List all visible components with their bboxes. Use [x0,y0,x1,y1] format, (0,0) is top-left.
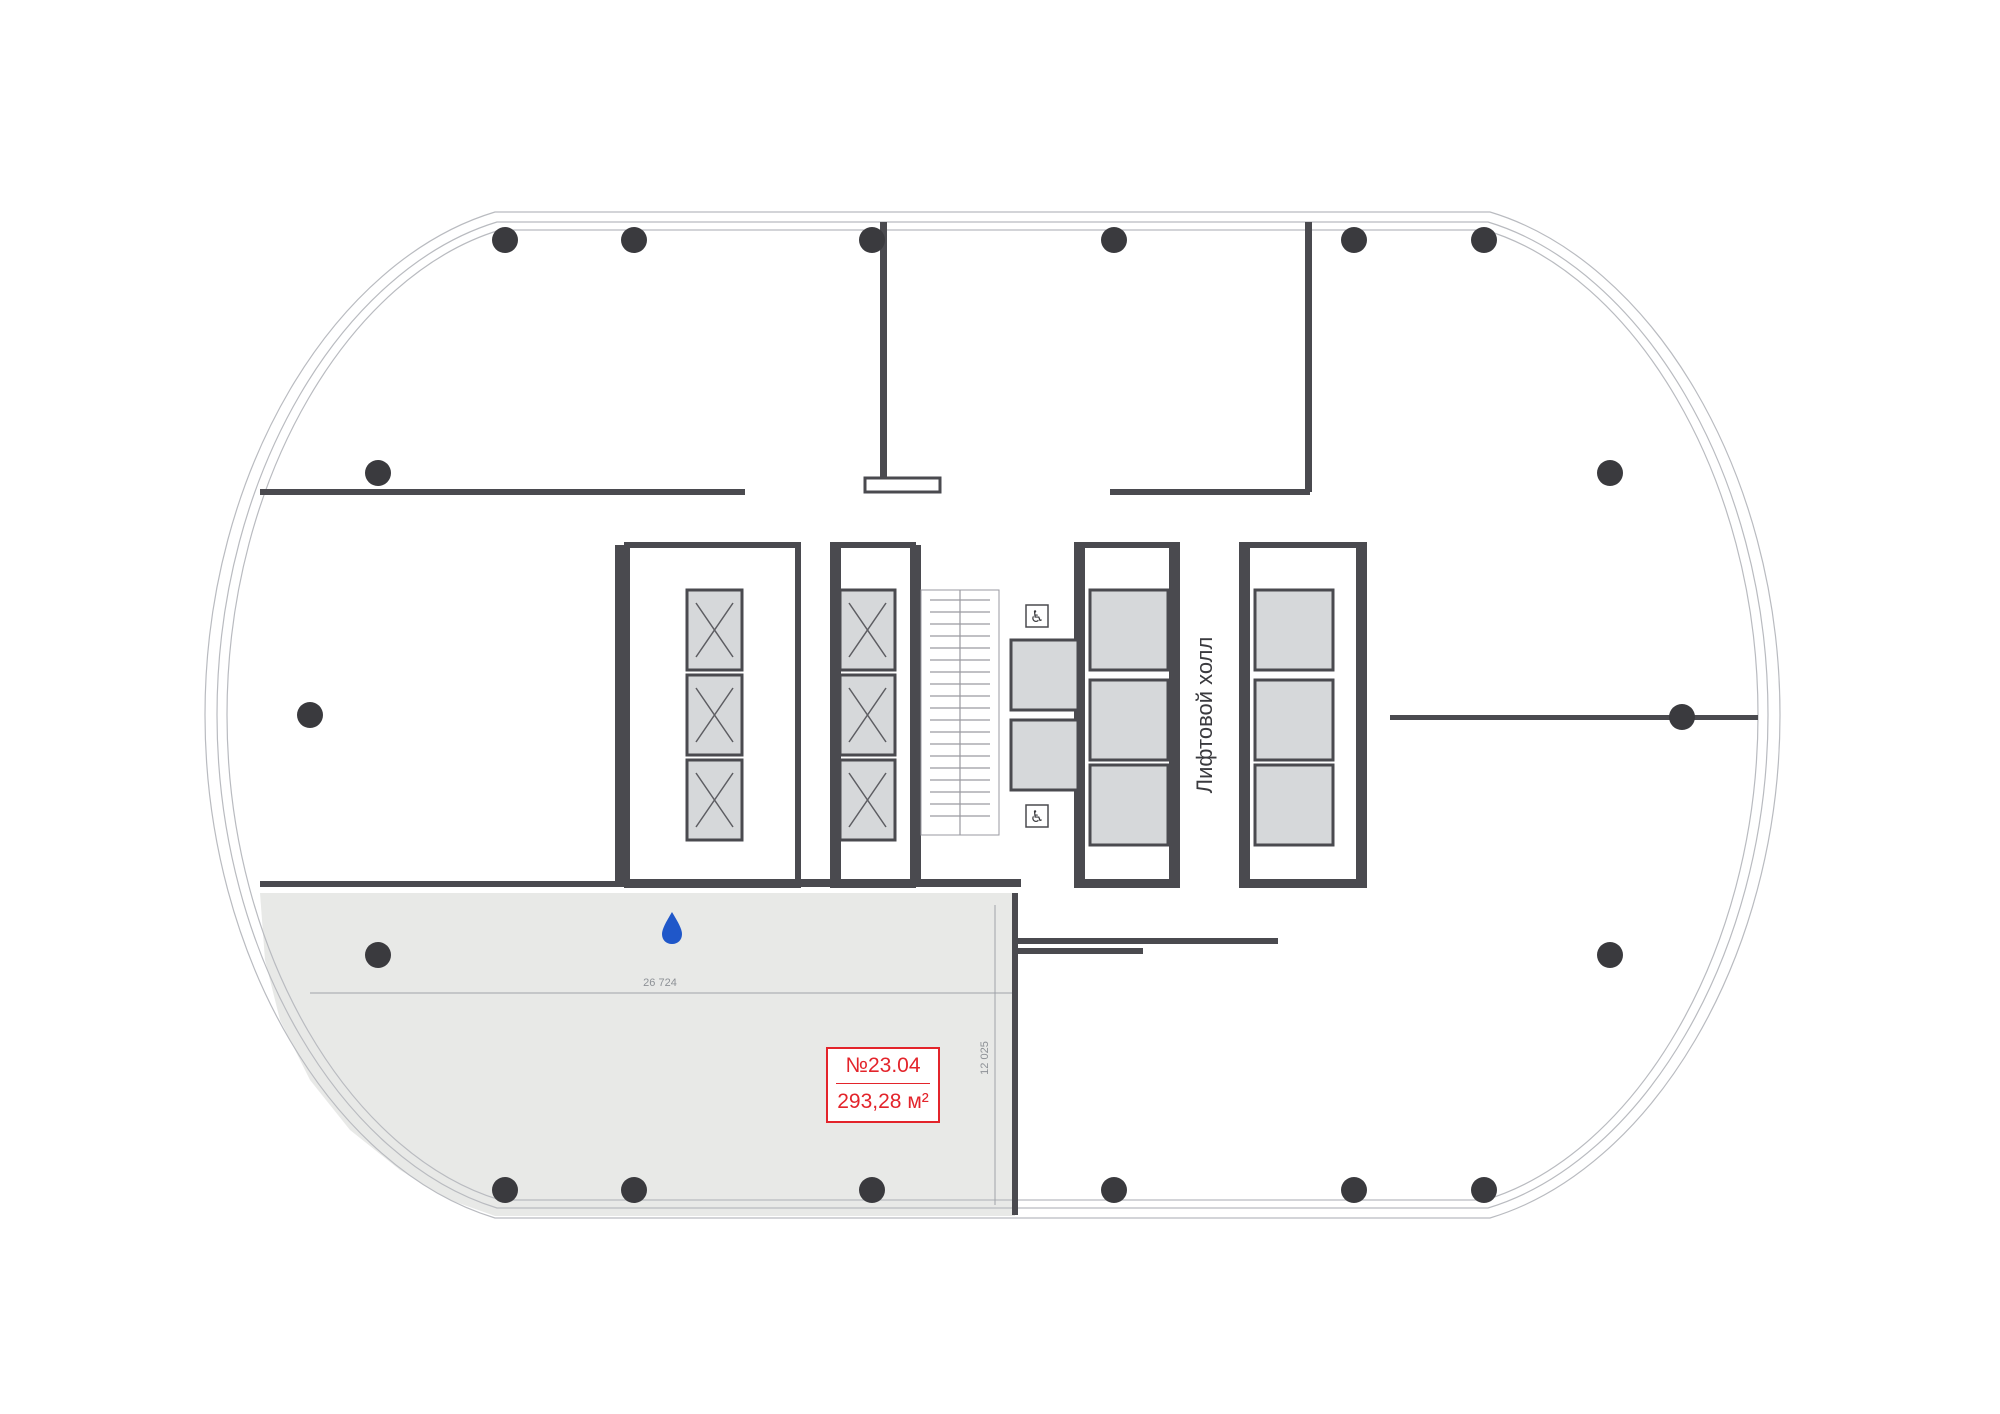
lift-hall-label: Лифтовой холл [1192,637,1217,794]
wheelchair-icon: ♿ [1025,804,1049,828]
unit-area: 293,28 м² [837,1090,929,1113]
wheelchair-icon: ♿ [1025,604,1049,628]
svg-text:♿: ♿ [1030,807,1044,826]
unit-label[interactable]: №23.04 293,28 м² [826,1047,940,1123]
depth-dimension: 12 025 [979,1041,991,1075]
width-dimension: 26 724 [643,977,677,989]
staircase [920,589,1000,836]
dimension-lines: 26 724 12 025 [310,905,1012,1205]
selected-unit-area[interactable] [260,893,1015,1216]
water-drop-icon [662,912,682,944]
structural-columns [297,227,1695,1203]
building-core [615,542,1367,888]
unit-number: №23.04 [836,1049,930,1084]
svg-text:♿: ♿ [1030,607,1044,626]
partition-walls [260,222,1758,1215]
